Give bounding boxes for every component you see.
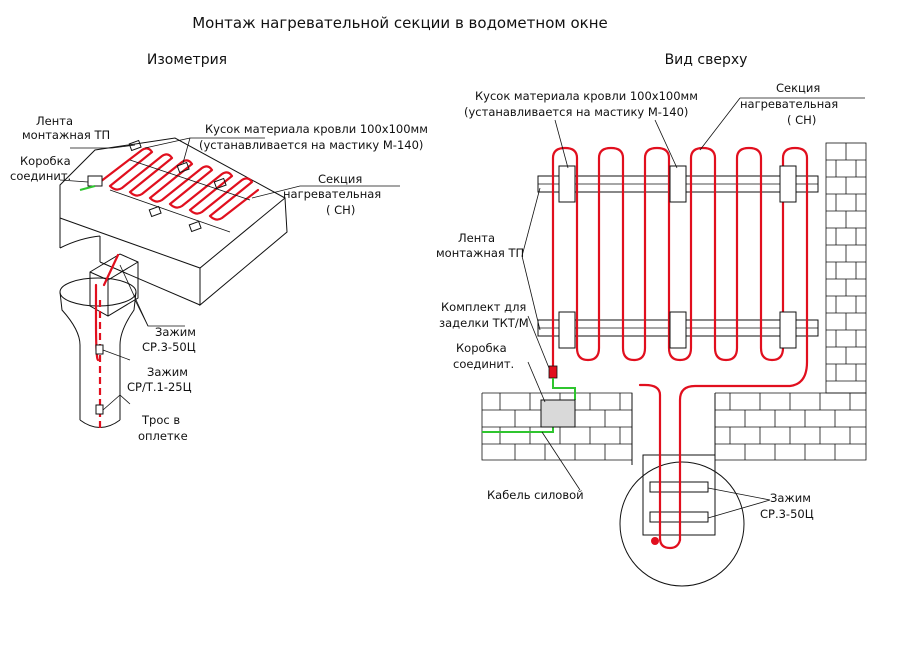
diagram-title: Монтаж нагревательной секции в водометно… (192, 14, 608, 32)
top-roof-piece-label-2: (устанавливается на мастику М-140) (464, 105, 688, 119)
iso-section-label-3: ( СН) (326, 203, 355, 217)
roof-slab (59, 137, 288, 307)
iso-box-label-2: соединит. (10, 169, 71, 183)
iso-clamp1-label-1: Зажим (155, 325, 196, 339)
top-view: Кусок материала кровли 100х100мм (устана… (436, 81, 867, 587)
top-termination (482, 365, 576, 433)
top-section-label-3: ( СН) (787, 113, 816, 127)
iso-drain-pipe (59, 253, 139, 430)
isometric-view: Лента монтажная ТП Кусок материала кровл… (10, 114, 428, 443)
top-view-heading: Вид сверху (665, 52, 748, 68)
top-heating-section (551, 146, 809, 550)
iso-heating-section (98, 147, 260, 233)
top-tape-label-2: монтажная ТП (436, 246, 524, 260)
iso-rope-label-2: оплетке (138, 429, 188, 443)
iso-clamp1-label-2: СР.3-50Ц (142, 340, 196, 354)
brick-wall-right (825, 142, 867, 394)
top-section-label-1: Секция (776, 81, 820, 95)
top-tape-label-1: Лента (458, 231, 495, 245)
top-clamp-label-2: СР.3-50Ц (760, 507, 814, 521)
iso-tape-label-1: Лента (36, 114, 73, 128)
top-kit-label-1: Комплект для (441, 300, 526, 314)
iso-clamp2-label-1: Зажим (147, 365, 188, 379)
top-kit-label-2: заделки ТКТ/М (439, 316, 529, 330)
top-box-label-2: соединит. (453, 357, 514, 371)
drain-funnel (619, 393, 745, 587)
iso-tape-label-2: монтажная ТП (22, 128, 110, 142)
top-roof-pads (558, 165, 797, 349)
isometry-heading: Изометрия (147, 52, 227, 68)
iso-section-label-2: нагревательная (283, 187, 381, 201)
iso-leaders (59, 137, 400, 411)
top-section-label-2: нагревательная (740, 97, 838, 111)
brick-wall-bottom (481, 392, 867, 461)
iso-box-label-1: Коробка (20, 154, 71, 168)
top-clamp-label-1: Зажим (770, 491, 811, 505)
top-leaders (521, 97, 865, 519)
iso-rope-label-1: Трос в (141, 413, 180, 427)
top-box-label-1: Коробка (456, 341, 507, 355)
power-cable-label: Кабель силовой (487, 488, 584, 502)
top-roof-piece-label-1: Кусок материала кровли 100х100мм (475, 89, 698, 103)
iso-junction-box (79, 175, 103, 191)
iso-clamp2-label-2: СР/Т.1-25Ц (127, 380, 192, 394)
iso-roof-pads (128, 139, 227, 233)
iso-roof-piece-label-1: Кусок материала кровли 100х100мм (205, 122, 428, 136)
iso-section-label-1: Секция (318, 172, 362, 186)
iso-roof-piece-label-2: (устанавливается на мастику М-140) (199, 138, 423, 152)
